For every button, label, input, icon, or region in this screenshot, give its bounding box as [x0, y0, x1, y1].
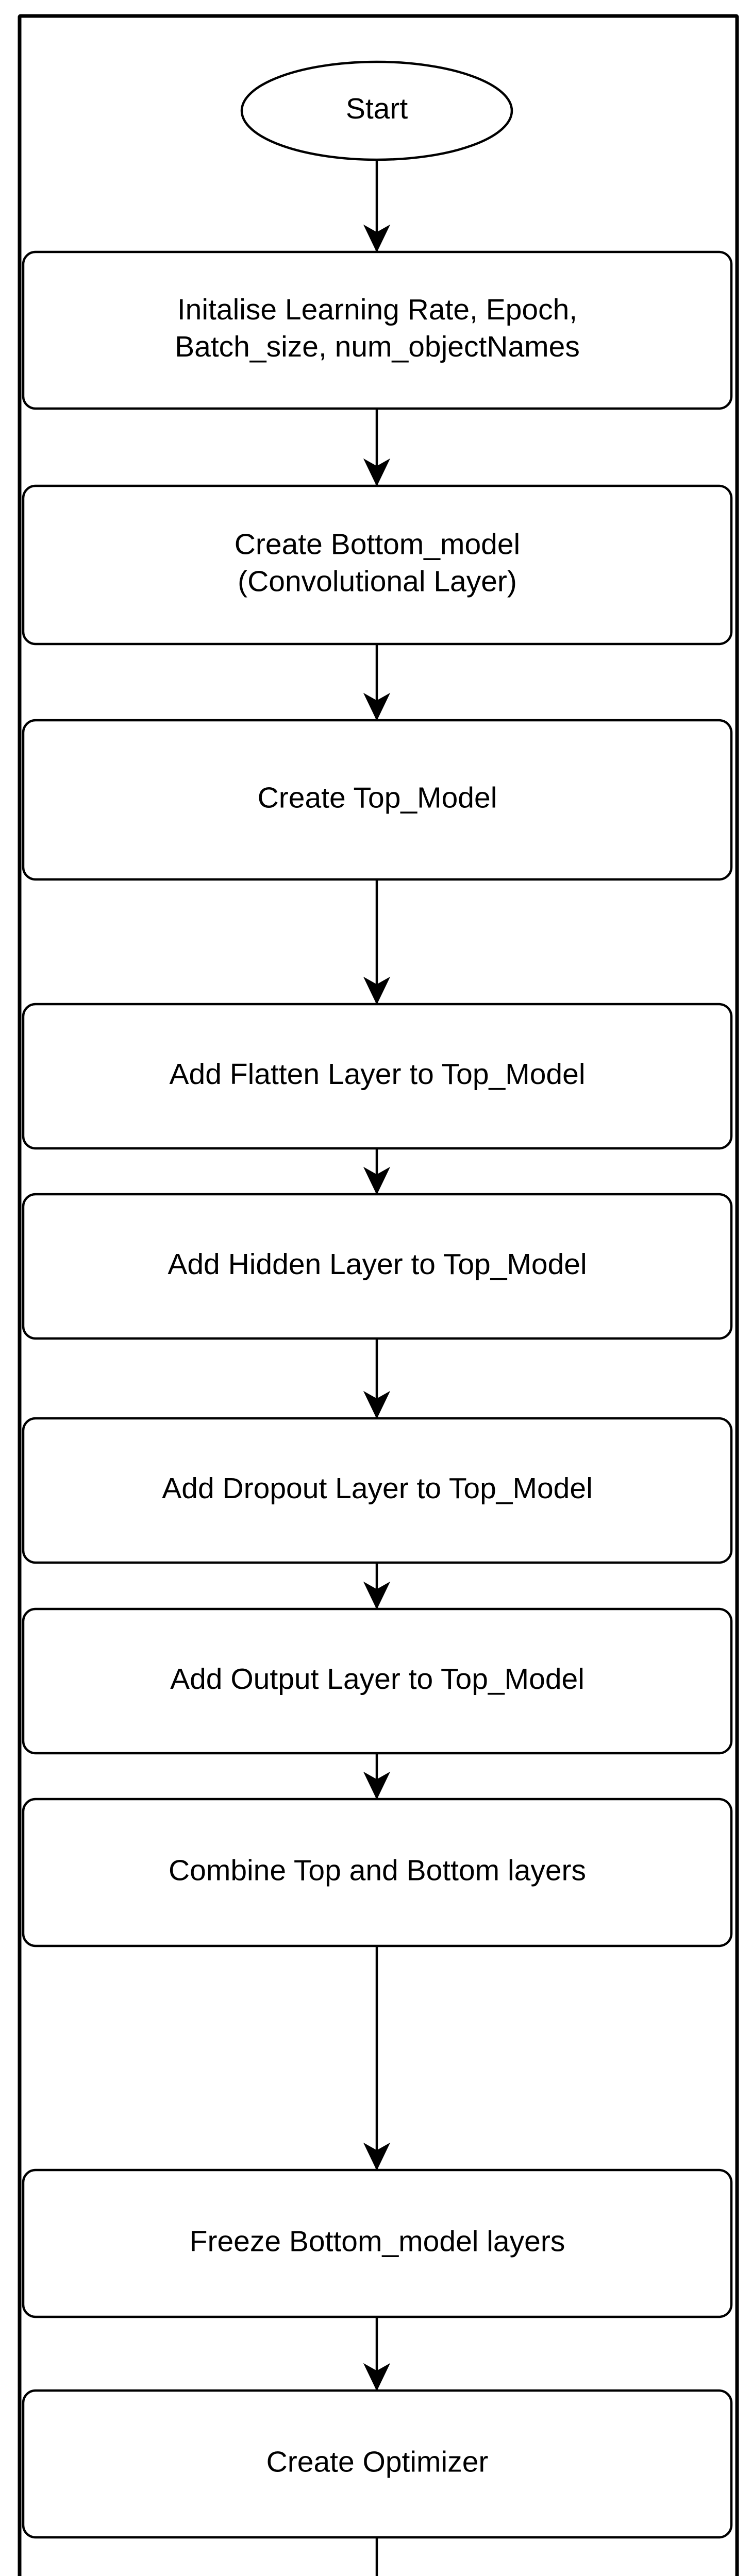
- arrow-head-icon: [363, 458, 391, 487]
- flowchart-outer-frame: [18, 14, 739, 2576]
- flow-node-combine-layers[interactable]: Combine Top and Bottom layers: [22, 1798, 733, 1947]
- node-rounded-rect-shape: [22, 1193, 733, 1340]
- flow-node-freeze-bottom-layers[interactable]: Freeze Bottom_model layers: [22, 2168, 733, 2318]
- flow-arrow-add-hidden-layer-to-add-dropout-layer: [363, 1338, 391, 1419]
- node-rounded-rect-shape: [22, 1607, 733, 1755]
- flow-node-add-output-layer[interactable]: Add Output Layer to Top_Model: [22, 1607, 733, 1755]
- node-rounded-rect-shape: [22, 2168, 733, 2318]
- node-label-create-bottom-model-line-2: (Convolutional Layer): [238, 565, 517, 598]
- node-label-initialise-line-2: Batch_size, num_objectNames: [175, 330, 580, 363]
- node-label-create-bottom-model-line-1: Create Bottom_model: [235, 528, 520, 561]
- flowchart-edges: [363, 160, 391, 2576]
- node-label-add-flatten-layer: Add Flatten Layer to Top_Model: [170, 1058, 586, 1091]
- flow-arrow-add-flatten-layer-to-add-hidden-layer: [363, 1148, 391, 1195]
- node-rounded-rect-shape: [22, 1417, 733, 1564]
- node-label-create-optimizer: Create Optimizer: [266, 2446, 489, 2479]
- node-label-add-hidden-layer: Add Hidden Layer to Top_Model: [168, 1248, 587, 1281]
- flow-node-start[interactable]: Start: [240, 60, 513, 161]
- flow-node-create-top-model[interactable]: Create Top_Model: [22, 719, 733, 881]
- flow-arrow-freeze-bottom-layers-to-create-optimizer: [363, 2317, 391, 2392]
- outer-border-rect: [18, 14, 739, 2576]
- arrow-head-icon: [363, 2142, 391, 2171]
- arrow-head-icon: [363, 1771, 391, 1800]
- node-label-freeze-bottom-layers: Freeze Bottom_model layers: [190, 2225, 565, 2258]
- node-label-start: Start: [346, 92, 408, 125]
- flow-arrow-combine-layers-to-freeze-bottom-layers: [363, 1946, 391, 2171]
- arrow-head-icon: [363, 1581, 391, 1610]
- arrow-head-icon: [363, 976, 391, 1005]
- arrow-head-icon: [363, 2363, 391, 2392]
- flow-arrow-add-output-layer-to-combine-layers: [363, 1753, 391, 1800]
- node-rounded-rect-shape: [22, 1003, 733, 1150]
- flow-node-add-hidden-layer[interactable]: Add Hidden Layer to Top_Model: [22, 1193, 733, 1340]
- node-rounded-rect-shape: [22, 2389, 733, 2539]
- node-rounded-rect-shape: [22, 250, 733, 410]
- flow-node-add-flatten-layer[interactable]: Add Flatten Layer to Top_Model: [22, 1003, 733, 1150]
- arrow-head-icon: [363, 692, 391, 721]
- flow-node-add-dropout-layer[interactable]: Add Dropout Layer to Top_Model: [22, 1417, 733, 1564]
- node-label-initialise-line-1: Initalise Learning Rate, Epoch,: [177, 293, 577, 326]
- node-rounded-rect-shape: [22, 484, 733, 646]
- flow-node-create-optimizer[interactable]: Create Optimizer: [22, 2389, 733, 2539]
- arrow-head-icon: [363, 1391, 391, 1419]
- flow-arrow-add-dropout-layer-to-add-output-layer: [363, 1563, 391, 1610]
- node-rounded-rect-shape: [22, 719, 733, 881]
- flow-node-initialise[interactable]: Initalise Learning Rate, Epoch, Batch_siz…: [22, 250, 733, 410]
- node-label-create-top-model: Create Top_Model: [258, 782, 497, 815]
- node-label-combine-layers: Combine Top and Bottom layers: [169, 1854, 586, 1887]
- node-rounded-rect-shape: [22, 1798, 733, 1947]
- flow-arrow-start-to-initialise: [363, 160, 391, 253]
- flow-node-create-bottom-model[interactable]: Create Bottom_model (Convolutional Layer): [22, 484, 733, 646]
- flow-arrow-initialise-to-create-bottom-model: [363, 409, 391, 487]
- node-label-add-output-layer: Add Output Layer to Top_Model: [170, 1663, 584, 1696]
- flow-arrow-create-optimizer-to-compile-model: [375, 2537, 378, 2576]
- arrow-head-icon: [363, 1166, 391, 1195]
- flow-arrow-create-bottom-model-to-create-top-model: [363, 644, 391, 721]
- node-ellipse-shape: [240, 60, 513, 161]
- arrow-head-icon: [363, 224, 391, 253]
- node-label-add-dropout-layer: Add Dropout Layer to Top_Model: [162, 1472, 593, 1505]
- flow-arrow-create-top-model-to-add-flatten-layer: [363, 879, 391, 1005]
